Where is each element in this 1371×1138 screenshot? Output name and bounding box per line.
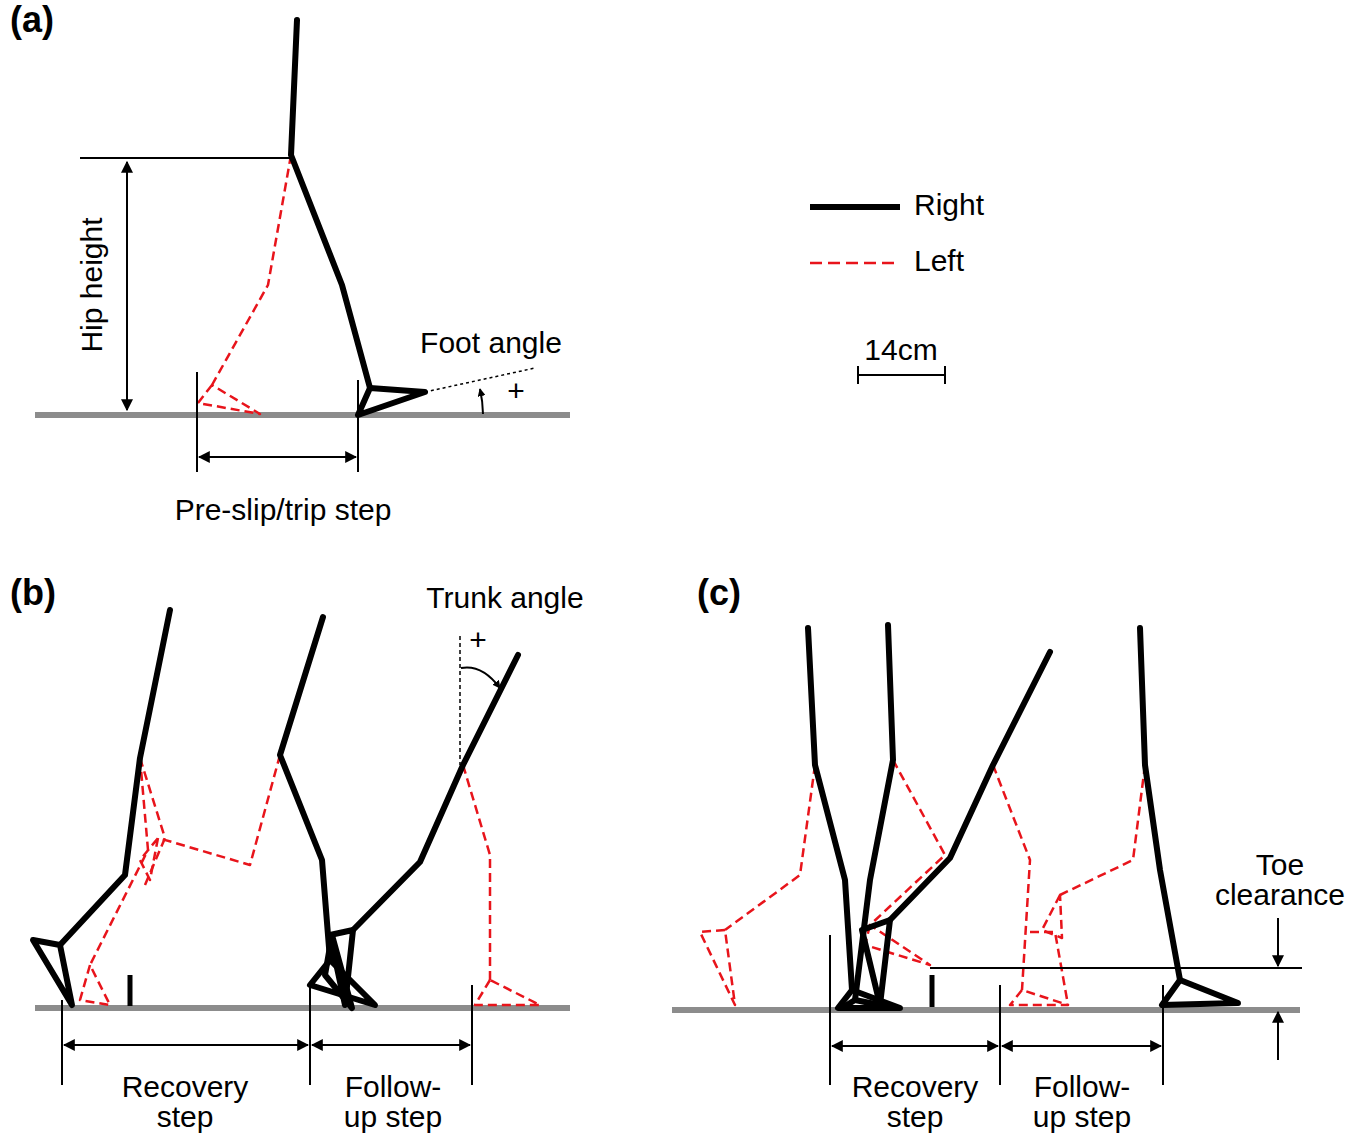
panel-letter: (a)	[8, 2, 56, 38]
sign-label: +	[505, 376, 527, 406]
dimension-label: Recovery step	[103, 1072, 267, 1132]
panel-letter: (b)	[8, 575, 58, 611]
dimension-label: Follow- up step	[326, 1072, 460, 1132]
dimension-label: Toe clearance	[1193, 850, 1367, 910]
legend-text: Left	[912, 246, 966, 276]
panel-b-figure	[33, 610, 570, 1085]
panel-a-figure	[35, 20, 570, 472]
scale-label: 14cm	[862, 335, 939, 365]
scale-bar	[858, 366, 945, 384]
legend-sample-right	[810, 204, 900, 210]
dimension-label: Recovery step	[833, 1072, 997, 1132]
dimension-label: Follow- up step	[1015, 1072, 1149, 1132]
angle-label: Trunk angle	[424, 583, 585, 613]
legend-text: Right	[912, 190, 986, 220]
dimension-label: Pre-slip/trip step	[173, 495, 394, 525]
panel-letter: (c)	[695, 575, 743, 611]
dimension-label: Hip height	[77, 215, 107, 354]
angle-label: Foot angle	[418, 328, 564, 358]
legend-sample-left	[810, 262, 900, 265]
sign-label: +	[467, 625, 489, 655]
